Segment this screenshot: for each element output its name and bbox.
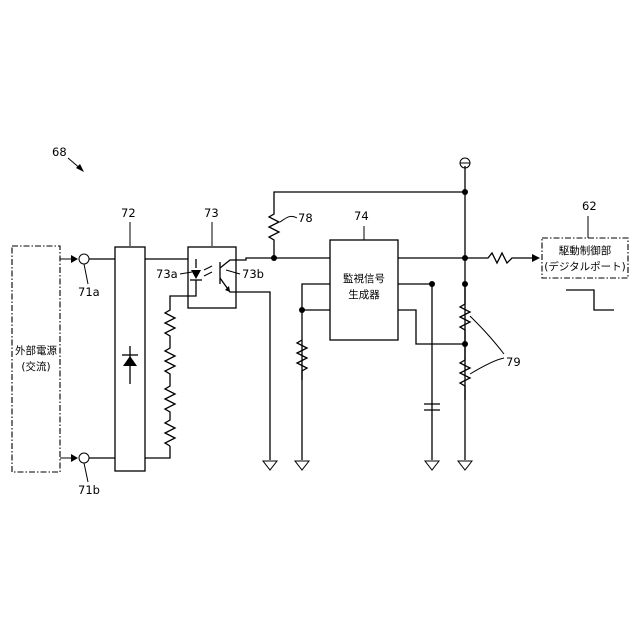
terminal-71b-leader bbox=[84, 463, 88, 482]
led-label: 73a bbox=[156, 267, 178, 281]
ground-symbol-2 bbox=[295, 461, 309, 470]
pullup-resistor-78 bbox=[269, 192, 465, 258]
drive-controller-ref: 62 bbox=[582, 199, 597, 213]
ground-symbol-3 bbox=[425, 461, 439, 470]
phototransistor-leader bbox=[226, 270, 240, 274]
drive-controller-label: 駆動制御部 bbox=[559, 244, 612, 257]
rectifier-diode-icon bbox=[123, 356, 137, 366]
wire-emitter-to-ground bbox=[236, 292, 270, 460]
junction-node-monitor-right bbox=[429, 281, 435, 287]
divider-resistors-leader-lower bbox=[470, 358, 504, 374]
terminal-71a-leader bbox=[84, 264, 88, 284]
ground-symbol-4 bbox=[458, 461, 472, 470]
divider-resistor-upper bbox=[460, 284, 470, 344]
step-waveform-icon bbox=[566, 290, 614, 310]
monitor-signal-generator: 監視信号 生成器 74 bbox=[330, 209, 398, 340]
rectifier: 72 bbox=[115, 206, 145, 471]
input-arrowhead-bottom bbox=[71, 454, 78, 462]
monitor-left-resistor bbox=[297, 340, 307, 380]
ground-symbol-1 bbox=[263, 461, 277, 470]
terminal-71b-label: 71b bbox=[78, 483, 100, 497]
junction-node-monitor-left bbox=[299, 307, 305, 313]
pullup-resistor-leader bbox=[280, 216, 297, 222]
terminal-71a-label: 71a bbox=[78, 285, 100, 299]
led-leader bbox=[180, 272, 192, 274]
divider-resistors-leader-upper bbox=[470, 316, 504, 354]
light-emission-icon bbox=[204, 266, 212, 276]
rectifier-label: 72 bbox=[121, 206, 136, 220]
power-source-sublabel: (交流) bbox=[21, 360, 50, 373]
photocoupler-label: 73 bbox=[204, 206, 219, 220]
terminal-71a bbox=[79, 254, 89, 264]
monitor-generator-label: 監視信号 bbox=[343, 272, 385, 285]
pullup-resistor-label: 78 bbox=[298, 211, 313, 225]
terminal-71b bbox=[79, 453, 89, 463]
external-power-source: 外部電源 (交流) bbox=[12, 246, 60, 472]
drive-controller-sublabel: (デジタルポート) bbox=[544, 260, 625, 273]
overall-ref-label: 68 bbox=[52, 145, 67, 159]
wire-rectifier-bottom bbox=[145, 446, 170, 458]
phototransistor-label: 73b bbox=[242, 267, 264, 281]
monitor-generator-sublabel: 生成器 bbox=[348, 288, 380, 301]
monitor-generator-ref: 74 bbox=[354, 209, 369, 223]
junction-node-divider-top bbox=[462, 281, 468, 287]
drive-controller: 駆動制御部 (デジタルポート) 62 bbox=[542, 199, 628, 310]
junction-node-output bbox=[462, 255, 468, 261]
photocoupler: 73 73a 73b bbox=[156, 206, 264, 308]
output-arrowhead bbox=[532, 254, 540, 262]
power-source-label: 外部電源 bbox=[15, 344, 57, 357]
divider-resistors-label: 79 bbox=[506, 355, 521, 369]
input-arrowhead-top bbox=[71, 255, 78, 263]
overall-ref-arrowhead bbox=[76, 164, 84, 172]
divider-resistors: 79 bbox=[460, 281, 521, 400]
junction-node-supply bbox=[462, 189, 468, 195]
power-source-box bbox=[12, 246, 60, 472]
led-icon bbox=[191, 270, 201, 279]
wire-collector-to-node bbox=[236, 258, 274, 260]
